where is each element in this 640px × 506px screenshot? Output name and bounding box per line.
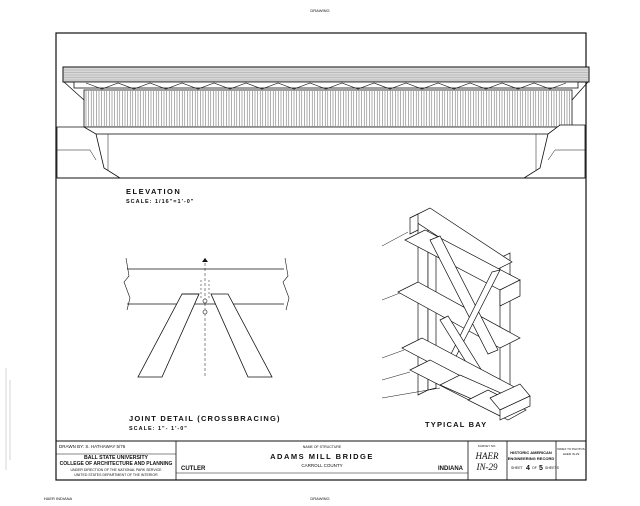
under-direction-2: UNITED STATES DEPARTMENT OF THE INTERIOR bbox=[74, 473, 158, 477]
typical-bay-drawing bbox=[397, 207, 531, 421]
elevation-drawing bbox=[56, 66, 590, 179]
board-siding bbox=[83, 89, 573, 128]
sheet-number: 4 bbox=[526, 465, 530, 472]
sheets-label: SHEETS bbox=[545, 466, 560, 470]
elevation-scale: SCALE: 1/16"=1'-0" bbox=[126, 199, 194, 205]
joint-detail-drawing bbox=[123, 257, 290, 378]
project-name: ADAMS MILL BRIDGE bbox=[270, 452, 374, 461]
joint-detail-scale: SCALE: 1"- 1'-0" bbox=[129, 426, 188, 432]
under-direction-1: UNDER DIRECTION OF THE NATIONAL PARK SER… bbox=[70, 468, 162, 472]
college: COLLEGE OF ARCHITECTURE AND PLANNING bbox=[60, 461, 173, 467]
bottom-edge-mark: DRAWING bbox=[310, 496, 329, 501]
typical-bay-leaders bbox=[381, 231, 441, 399]
of-label: OF bbox=[532, 466, 537, 470]
state: INDIANA bbox=[438, 466, 464, 472]
roof bbox=[62, 66, 590, 83]
bottom-left-mark: HAER INDIANA bbox=[44, 496, 73, 501]
title-block bbox=[56, 440, 586, 480]
left-margin-stamp bbox=[5, 368, 11, 470]
floor-beam bbox=[83, 126, 573, 135]
joint-detail-title: JOINT DETAIL (CROSSBRACING) bbox=[129, 414, 281, 423]
top-edge-mark: DRAWING bbox=[310, 8, 329, 13]
location-town: CUTLER bbox=[181, 466, 206, 472]
county: CARROLL COUNTY bbox=[301, 463, 342, 468]
elevation-title: ELEVATION bbox=[126, 187, 181, 196]
siding-boards bbox=[85, 91, 570, 126]
survey-no-label: SURVEY NO. bbox=[478, 444, 497, 448]
left-abutment bbox=[56, 126, 122, 179]
sheet-label: SHEET bbox=[511, 466, 524, 470]
record-line-2: ENGINEERING RECORD bbox=[508, 456, 555, 461]
survey-line-1: HAER bbox=[475, 451, 499, 461]
sheet-total: 5 bbox=[539, 465, 543, 472]
vent-truss-zigzag bbox=[85, 82, 567, 90]
university: BALL STATE UNIVERSITY bbox=[84, 455, 149, 461]
eave-band bbox=[73, 81, 579, 89]
sheet-border bbox=[55, 32, 587, 481]
roof-shingle-lines bbox=[64, 69, 588, 81]
project-header: NAME OF STRUCTURE bbox=[303, 445, 342, 449]
survey-line-2: IN-29 bbox=[476, 462, 498, 472]
record-line-1: HISTORIC AMERICAN bbox=[510, 450, 552, 455]
index-line-2: HAER IN-29 bbox=[563, 452, 580, 456]
typical-bay-title: TYPICAL BAY bbox=[425, 420, 487, 429]
index-line-1: INDEX TO PHOTOS bbox=[557, 447, 585, 451]
drawn-by: DRAWN BY: S. HATHAWAY 5/76 bbox=[59, 444, 126, 449]
